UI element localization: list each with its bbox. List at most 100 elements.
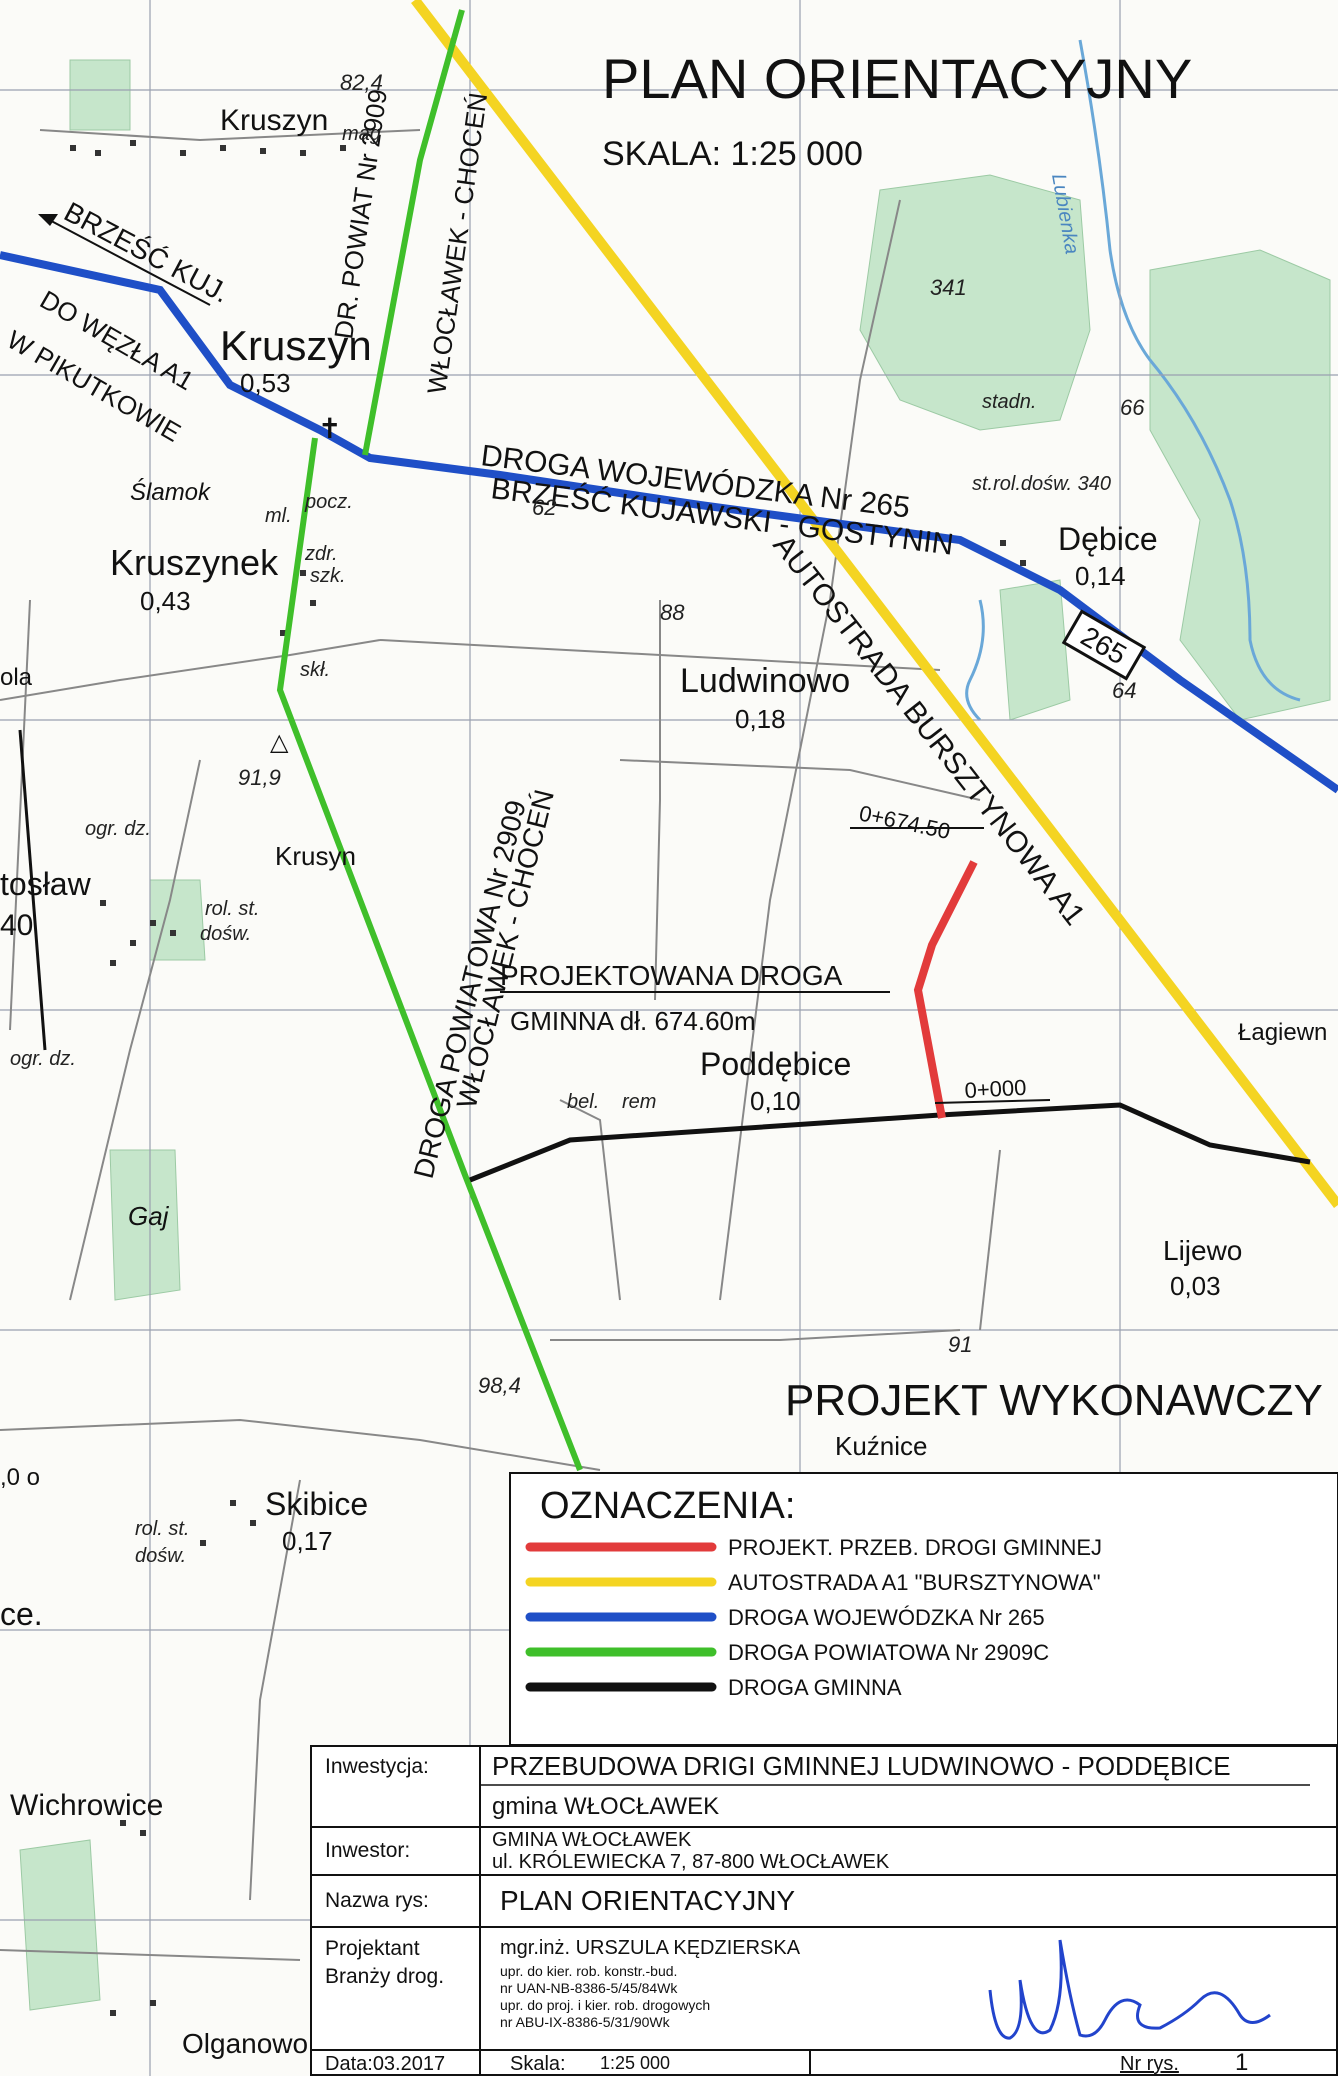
drawing-name-value: PLAN ORIENTACYJNY [500,1885,796,1916]
spot-height: 66 [1120,395,1145,420]
municipal-road-line [469,1102,1311,1183]
spot-height: 98,4 [478,1373,521,1398]
legend-title: OZNACZENIA: [540,1485,795,1527]
buildings [70,140,1026,2016]
legend-label: DROGA POWIATOWA Nr 2909C [728,1640,1049,1665]
spot-height: 64 [1112,678,1136,703]
designer-qual-2: nr UAN-NB-8386-5/45/84Wk [500,1980,678,1996]
legend-items: PROJEKT. PRZEB. DROGI GMINNEJ AUTOSTRADA … [525,1535,1102,1700]
signature-image [988,1939,1271,2040]
forest-areas [19,59,1331,2011]
spot-height: 82,4 [340,70,383,95]
legend-label: DROGA WOJEWÓDZKA Nr 265 [728,1605,1045,1630]
town-name: Kruszyn [220,322,372,369]
town-value: 0,17 [282,1526,333,1556]
designer-label-1: Projektant [325,1937,420,1960]
spot-height: 91 [948,1332,972,1357]
small-label: bel. [567,1091,599,1113]
town-name: Poddębice [700,1046,851,1082]
drawing-name-label: Nazwa rys: [325,1889,429,1912]
investor-line-2: ul. KRÓLEWIECKA 7, 87-800 WŁOCŁAWEK [492,1851,890,1873]
small-label: zdr. [304,543,338,565]
place-labels: Kruszyn Ślamok Gaj Wichrowice Olganowo K… [0,104,1327,2059]
legend-label: DROGA GMINNA [728,1675,902,1700]
small-label: ogr. dz. [10,1048,76,1070]
legend-label: AUTOSTRADA A1 "BURSZTYNOWA" [728,1570,1101,1595]
minor-roads [0,129,1001,1961]
small-label: skł. [300,659,330,681]
spot-height: 341 [930,275,967,300]
date-label-group: Data:03.2017 [325,2053,445,2076]
small-label: dośw. [200,923,251,945]
map-scale: SKALA: 1:25 000 [602,135,863,173]
place-label: Łagiewn [1238,1019,1327,1046]
designer-label-2: Branży drog. [325,1965,445,1988]
direction-arrow [38,214,211,306]
place-label: 40 [0,909,33,942]
sheet-number-value: 1 [1235,2049,1249,2076]
left-edge-road [18,729,47,1051]
legend-label: PROJEKT. PRZEB. DROGI GMINNEJ [728,1535,1102,1560]
title-block: Inwestycja: PRZEBUDOWA DRIGI GMINNEJ LUD… [310,1745,1338,2076]
town-value: 0,14 [1075,561,1126,591]
project-road-label-2: GMINNA dł. 674.60m [510,1006,756,1036]
place-label: ce. [0,1596,43,1632]
place-label: Kuźnice [835,1431,928,1461]
town-value: 0,10 [750,1086,801,1116]
sheet-number-label: Nr rys. [1120,2053,1179,2075]
place-label: Ślamok [130,478,212,506]
town-name: Lijewo [1163,1235,1242,1266]
spot-height: 91,9 [238,765,281,790]
investor-line-1: GMINA WŁOCŁAWEK [492,1829,692,1851]
place-label: Olganowo [182,2028,308,2059]
spot-height: 88 [660,600,685,625]
legend-box [509,1472,1338,1746]
designer-qual-3: upr. do proj. i kier. rob. drogowych [500,1997,711,2013]
town-value: 0,53 [240,368,291,398]
county-road-north-line [362,9,465,456]
small-label: rol. st. [205,898,259,920]
small-label: dośw. [135,1545,186,1567]
project-road-line [913,860,978,1119]
place-label: tosław [0,866,92,902]
small-label: szk. [310,565,346,587]
town-value: 0,18 [735,704,786,734]
voivodeship-road-line [0,251,1338,794]
date-value: 03.2017 [372,2053,446,2075]
small-label: rem [622,1091,656,1113]
spot-heights: 82,4 341 66 62 88 64 91,9 91 98,4 [238,70,1145,1398]
place-label: Krusyn [275,841,356,871]
small-label: mag [342,123,381,145]
place-label: Wichrowice [10,1789,163,1822]
town-value: 0,43 [140,586,191,616]
map-title: PLAN ORIENTACYJNY [602,47,1192,110]
small-label: ogr. dz. [85,818,151,840]
town-labels: Kruszyn 0,53 Kruszynek 0,43 Ludwinowo 0,… [110,322,1242,1556]
scale-value: 1:25 000 [600,2053,671,2073]
scale-label: Skala: [510,2053,566,2075]
small-label: pocz. [304,491,353,513]
town-name: Ludwinowo [680,662,850,700]
designer-name: mgr.inż. URSZULA KĘDZIERSKA [500,1937,801,1959]
project-road-label-1: PROJEKTOWANA DROGA [500,960,843,991]
legend: OZNACZENIA: PROJEKT. PRZEB. DROGI GMINNE… [509,1472,1338,1746]
town-name: Kruszynek [110,542,279,583]
church-icon: ✝ [318,413,341,444]
small-labels: mag ml. pocz. zdr. szk. skł. stadn. st.r… [10,123,1111,1567]
motorway-a1-line [411,0,1338,1209]
investment-value: PRZEBUDOWA DRIGI GMINNEJ LUDWINOWO - POD… [492,1751,1231,1781]
small-label: stadn. [982,391,1036,413]
town-name: Skibice [265,1486,368,1522]
title-block-grid [310,1745,1338,2076]
chainage-start-underline [934,1099,1051,1104]
designer-qual-1: upr. do kier. rob. konstr.-bud. [500,1963,678,1979]
small-label: ml. [265,505,292,527]
triangulation-point-icon: △ [270,729,289,756]
small-label: st.rol.dośw. 340 [972,473,1111,495]
town-value: 0,03 [1170,1271,1221,1301]
town-name: Dębice [1058,521,1158,557]
investor-label: Inwestor: [325,1839,411,1862]
place-label: Gaj [128,1201,170,1231]
